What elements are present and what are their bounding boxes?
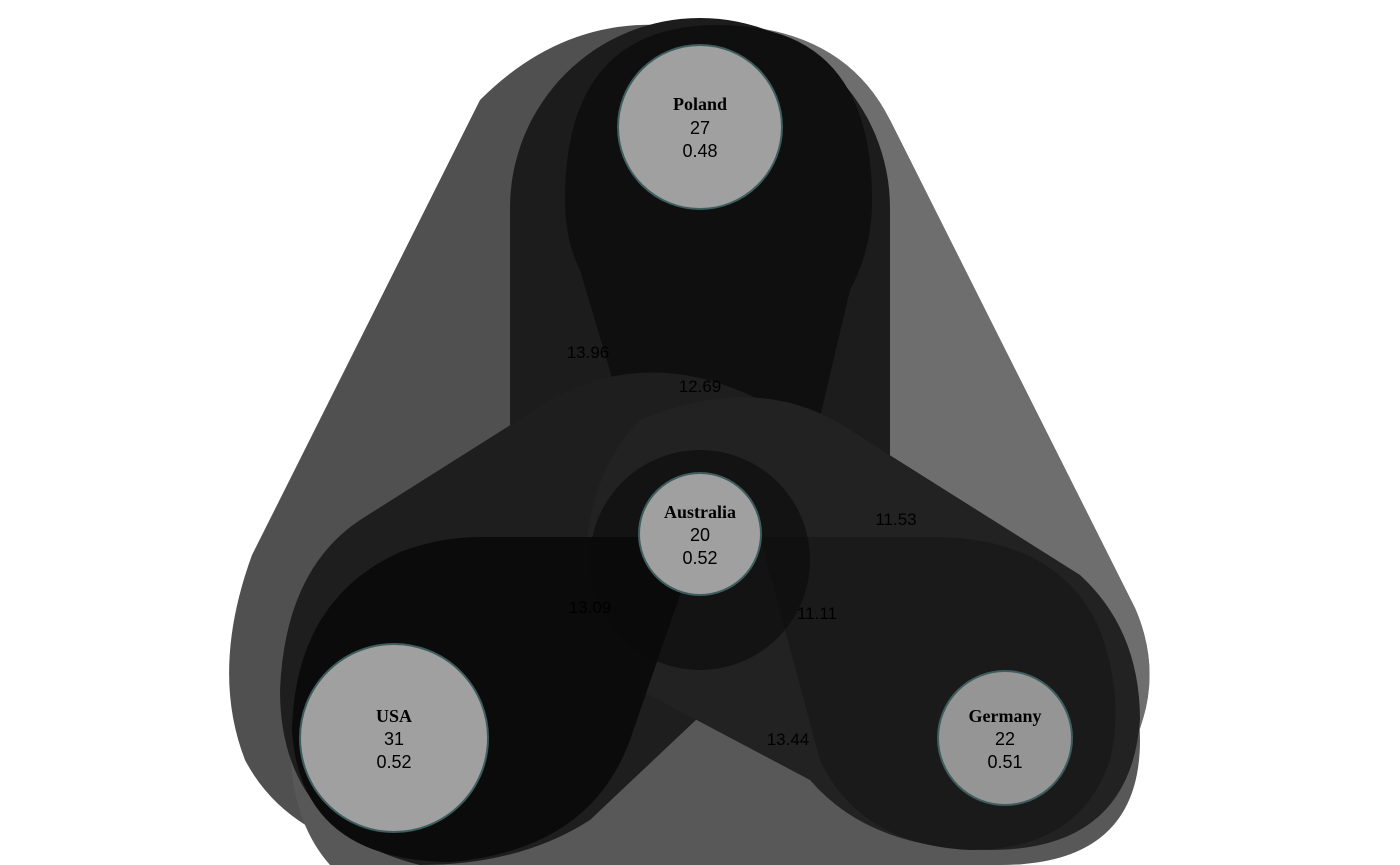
node-circle xyxy=(937,670,1073,806)
node-poland[interactable]: Poland 27 0.48 xyxy=(617,44,783,210)
node-germany[interactable]: Germany 22 0.51 xyxy=(937,670,1073,806)
edge-label-poland-australia: 12.69 xyxy=(679,377,722,396)
node-count: 20 xyxy=(690,525,710,545)
node-ratio: 0.48 xyxy=(682,141,717,161)
node-count: 22 xyxy=(995,729,1015,749)
node-ratio: 0.51 xyxy=(987,752,1022,772)
node-circle xyxy=(299,643,489,833)
node-usa[interactable]: USA 31 0.52 xyxy=(299,643,489,833)
node-name: USA xyxy=(376,706,412,726)
node-count: 27 xyxy=(690,118,710,138)
node-count: 31 xyxy=(384,729,404,749)
node-circle xyxy=(638,472,762,596)
edge-label-usa-germany: 13.44 xyxy=(767,730,810,749)
edge-label-australia-usa: 13.09 xyxy=(569,598,612,617)
node-australia[interactable]: Australia 20 0.52 xyxy=(638,472,762,596)
edge-label-australia-germany: 11.11 xyxy=(797,604,837,623)
node-circle xyxy=(617,44,783,210)
edge-labels: 13.96 12.69 11.53 13.09 11.11 13.44 xyxy=(567,343,917,749)
edge-label-poland-germany: 11.53 xyxy=(875,510,916,529)
node-name: Australia xyxy=(664,502,736,522)
edge-label-poland-usa: 13.96 xyxy=(567,343,610,362)
node-name: Germany xyxy=(969,706,1042,726)
node-ratio: 0.52 xyxy=(682,548,717,568)
node-name: Poland xyxy=(673,94,727,114)
node-ratio: 0.52 xyxy=(376,752,411,772)
